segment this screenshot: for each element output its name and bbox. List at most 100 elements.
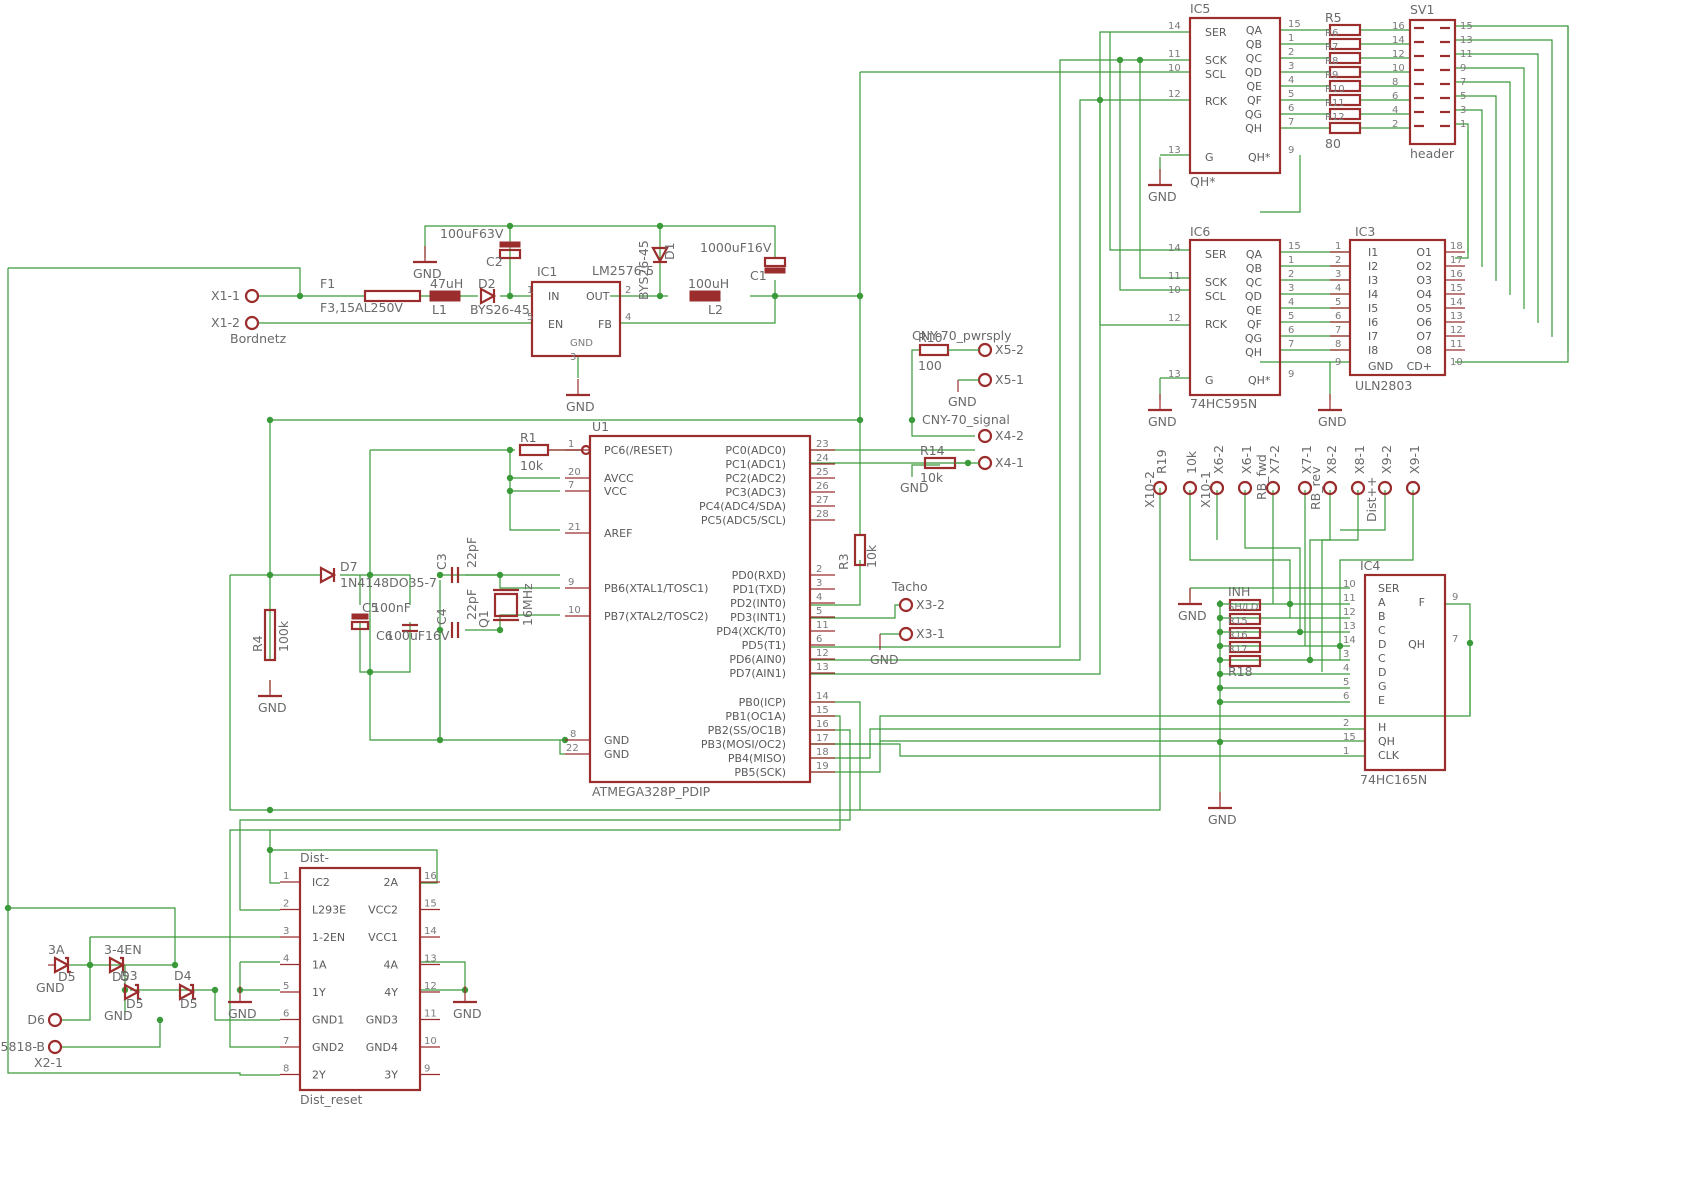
wire xyxy=(214,990,280,1021)
pin-number: 10 xyxy=(1450,357,1463,368)
pin-number: 4 xyxy=(283,954,289,965)
pin-number: 3 xyxy=(1335,269,1341,280)
pin-number: 13 xyxy=(1168,145,1181,156)
resistor-array-2 xyxy=(1228,654,1262,668)
resistor-array-ref: R11 xyxy=(1325,98,1345,109)
capacitor-c5 xyxy=(351,613,369,620)
ic4-in-label: D xyxy=(1378,638,1386,651)
pin-number: 3 xyxy=(1343,649,1349,660)
r5-label: R5 xyxy=(1325,10,1342,25)
ic6-out-label: QH xyxy=(1245,346,1262,359)
x-connector-pad xyxy=(1350,480,1366,496)
u1-pin-label: PC0(ADC0) xyxy=(725,444,786,457)
wire xyxy=(1455,26,1569,363)
ic5-out-label: QD xyxy=(1245,66,1262,79)
gnd-label: GND xyxy=(1178,608,1207,623)
ic2-left-label: 1Y xyxy=(312,986,326,999)
ic6-out-label: QF xyxy=(1247,318,1262,331)
wire xyxy=(911,420,975,437)
bordnetz-label: Bordnetz xyxy=(230,331,287,346)
junction-dot xyxy=(1286,600,1294,608)
sv1-label: SV1 xyxy=(1410,2,1434,17)
ic2-right-label: 4A xyxy=(383,959,398,972)
wire xyxy=(465,574,560,589)
pin-number: 2 xyxy=(816,564,822,575)
pin-number: 6 xyxy=(1335,311,1341,322)
u1-pin-label: PD2(INT0) xyxy=(730,597,786,610)
ic4-in-label: C xyxy=(1378,652,1386,665)
resistor-array-2 xyxy=(1228,598,1262,612)
ic4-in-label: A xyxy=(1378,596,1386,609)
wire xyxy=(810,740,1365,773)
d5-label: D3 xyxy=(120,968,138,983)
u1-pin-label: PC5(ADC5/SCL) xyxy=(701,514,786,527)
ic3-label: IC3 xyxy=(1355,224,1375,239)
ic4-ser: SER xyxy=(1378,582,1400,595)
cny70-signal-label: CNY-70_signal xyxy=(922,412,1010,427)
pin-number: 9 xyxy=(568,577,574,588)
c2-label: C2 xyxy=(486,254,503,269)
ic4-in-label: G xyxy=(1378,680,1387,693)
pin-number: 2 xyxy=(625,285,631,296)
pin-number: 9 xyxy=(1460,63,1466,74)
ic2-left-label: 1-2EN xyxy=(312,931,345,944)
pin-number: 16 xyxy=(1392,21,1405,32)
ic4-inh: QH xyxy=(1378,735,1395,748)
resistor-array-ref: R8 xyxy=(1325,56,1338,67)
pin-number: 4 xyxy=(816,592,822,603)
ic5-scl: SCL xyxy=(1205,68,1227,81)
x-connector-label: X9-2 xyxy=(1379,445,1394,474)
x2-1-label: D6 xyxy=(27,1012,45,1027)
pin-number: 13 xyxy=(1460,35,1473,46)
ic6-qh: QH* xyxy=(1248,374,1271,387)
ic5-out-label: QC xyxy=(1246,52,1263,65)
junction-dot xyxy=(496,571,504,579)
c4-label: C4 xyxy=(434,608,449,625)
diode-d7 xyxy=(319,566,337,584)
wire xyxy=(911,464,940,477)
wire xyxy=(810,743,1365,757)
ic6-label: IC6 xyxy=(1190,224,1210,239)
pin-number: 5 xyxy=(816,606,822,617)
ic5-label: IC5 xyxy=(1190,1,1210,16)
ic5-qh: QH* xyxy=(1248,151,1271,164)
pin-number: 1 xyxy=(1343,746,1349,757)
u1-pin-label: PC1(ADC1) xyxy=(725,458,786,471)
c5-label: C5 xyxy=(362,600,379,615)
junction-dot xyxy=(436,571,444,579)
pin-number: 1 xyxy=(1288,255,1294,266)
pin-number: 12 xyxy=(1168,89,1181,100)
ic1-lm2576 xyxy=(530,280,622,358)
x-connector-pad xyxy=(1377,480,1393,496)
x2-2-label: 1N5818-B xyxy=(0,1039,45,1054)
x5-2-pad xyxy=(977,342,993,358)
wire xyxy=(1099,100,1190,326)
x-connector-label: X9-1 xyxy=(1407,445,1422,474)
pin-number: 9 xyxy=(1288,145,1294,156)
pin-number: 2 xyxy=(1343,718,1349,729)
l2-label: L2 xyxy=(708,302,723,317)
junction-dot xyxy=(266,806,274,814)
resistor-array-ref: R6 xyxy=(1325,28,1338,39)
x-connector-pad xyxy=(1265,480,1281,496)
junction-dot xyxy=(656,292,664,300)
ic3-input: I6 xyxy=(1368,316,1378,329)
c1-value: 1000uF16V xyxy=(700,240,772,255)
ic5-g: G xyxy=(1205,151,1214,164)
pin-number: 2 xyxy=(1392,119,1398,130)
pin-number: 15 xyxy=(1450,283,1463,294)
pin-number: 2 xyxy=(1335,255,1341,266)
r3-value: 10k xyxy=(864,544,879,568)
wire xyxy=(1455,67,1525,309)
wire xyxy=(1260,155,1301,213)
r10-label: R10 xyxy=(918,330,943,345)
wire xyxy=(1309,490,1331,660)
diode-d5 xyxy=(135,983,141,1001)
tacho-label: Tacho xyxy=(891,579,928,594)
wire xyxy=(1455,130,1469,259)
pin-number: 12 xyxy=(1343,607,1356,618)
r15-value: R18 xyxy=(1228,664,1253,679)
f1-value: F3,15AL250V xyxy=(320,300,403,315)
u1-pin-label: PB5(SCK) xyxy=(734,766,786,779)
